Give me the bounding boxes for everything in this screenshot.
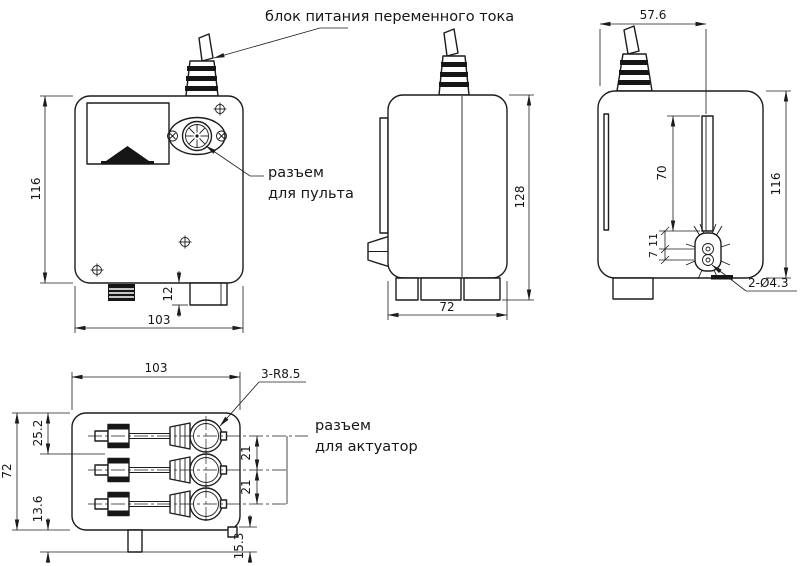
dim-back-height: 116	[766, 90, 791, 279]
side-feet	[395, 277, 501, 301]
clip-wedge	[367, 235, 391, 268]
dim-bottom-depth: 72	[0, 412, 70, 531]
dim-bottom-width: 103	[71, 361, 241, 410]
dim-text-bottom-depth: 72	[0, 463, 14, 478]
side-body	[387, 94, 508, 279]
dim-front-height: 116	[29, 95, 73, 284]
bottom-foot	[127, 529, 143, 553]
remote-connector	[167, 116, 227, 156]
dim-text-connector-spacing-2: 21	[239, 479, 253, 494]
dim-notch-height: 12	[161, 271, 188, 317]
dim-side-width: 72	[387, 281, 508, 320]
mounting-notch	[189, 282, 228, 306]
back-foot	[612, 277, 654, 300]
callout-text-mounting-holes: 2-Ø4.3	[748, 276, 789, 290]
power-cable-front	[185, 33, 219, 97]
dim-text-hole-offset: 11	[647, 233, 660, 247]
bottom-view: 103 3-R8.5 25.2 72 13.6 21	[0, 361, 308, 563]
dim-text-front-width: 103	[148, 313, 171, 327]
screw-bottom-left	[90, 263, 104, 277]
dim-front-width: 103	[74, 286, 244, 333]
dim-text-front-height: 116	[29, 178, 43, 201]
cable-clamp	[685, 223, 731, 280]
label-text-remote-line2: для пульта	[268, 186, 354, 202]
dim-back-top-offset: 57.6	[599, 8, 707, 114]
dim-text-back-height: 116	[769, 173, 783, 196]
callout-mounting-holes: 2-Ø4.3	[711, 264, 797, 292]
callout-text-connector-radius: 3-R8.5	[261, 367, 300, 381]
power-cable-side	[438, 28, 470, 96]
power-switch	[108, 284, 135, 301]
dim-hole-chain: 11 7	[647, 226, 694, 265]
front-view: 116 103 12	[29, 33, 244, 333]
dim-text-side-height: 128	[513, 186, 527, 209]
dim-foot-height: 13.6	[31, 496, 257, 563]
label-text-power-supply: блок питания переменного тока	[265, 9, 514, 25]
left-slot	[603, 113, 610, 231]
dim-text-foot-height: 13.6	[31, 496, 45, 523]
bottom-vent-slot	[711, 275, 733, 280]
dim-text-back-top-offset: 57.6	[640, 8, 667, 22]
back-plate	[379, 117, 389, 234]
center-slot	[701, 115, 714, 232]
back-view: 57.6 70 11 7 116 2-Ø4.3	[597, 8, 797, 300]
screw-bottom-center	[178, 235, 192, 249]
label-remote-connector: разъем для пульта	[205, 145, 354, 202]
label-text-actuator-line1: разъем	[315, 418, 371, 434]
label-power-supply: блок питания переменного тока	[213, 9, 514, 59]
dim-text-side-width: 72	[439, 300, 454, 314]
power-cable-back	[616, 25, 653, 92]
callout-connector-radius: 3-R8.5	[219, 367, 306, 427]
dim-text-bottom-width: 103	[145, 361, 168, 375]
indicator-triangle	[106, 146, 149, 161]
label-text-actuator-line2: для актуатор	[315, 439, 418, 455]
dim-text-corner-foot-offset: 15.3	[232, 533, 246, 560]
label-actuator-connector: разъем для актуатор	[315, 418, 418, 455]
back-body	[597, 90, 764, 279]
dim-text-first-connector-offset: 25.2	[31, 420, 45, 447]
dim-connector-spacing: 21 21	[239, 435, 288, 505]
dim-slot-height: 70	[655, 115, 700, 232]
dim-side-height: 128	[502, 94, 534, 301]
socket-centerlines	[88, 416, 308, 524]
corner-tab	[227, 526, 238, 538]
dim-text-slot-height: 70	[655, 165, 669, 180]
label-text-remote-line1: разъем	[268, 165, 324, 181]
dim-text-hole-spacing: 7	[647, 251, 660, 258]
screw-top-right	[213, 102, 227, 116]
dim-corner-foot-offset: 15.3	[232, 515, 257, 563]
dim-text-notch-height: 12	[161, 286, 175, 301]
dim-text-connector-spacing-1: 21	[239, 445, 253, 460]
dim-first-connector-offset: 25.2	[12, 412, 105, 455]
display-window	[86, 102, 170, 165]
side-view: 128 72	[367, 28, 534, 320]
